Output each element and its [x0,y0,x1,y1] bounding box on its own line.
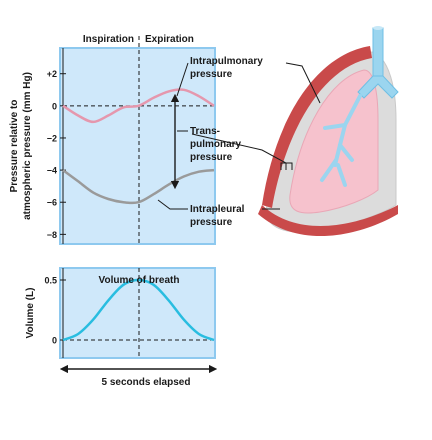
pressure-axis-title-2: atmospheric pressure (mm Hg) [22,72,33,220]
y-tick-label: 0.5 [44,276,57,286]
trachea [372,27,384,79]
y-tick-label: +2 [47,69,57,79]
y-tick-label: −2 [47,133,57,143]
volume-axis-title: Volume (L) [25,288,36,339]
intrapulmonary-label-1: Intrapulmonary [190,56,263,67]
intrapleural-label-1: Intrapleural [190,204,245,215]
intrapleural-label-2: pressure [190,217,233,228]
intrapulmonary-label-2: pressure [190,69,233,80]
lung-illustration [191,26,399,237]
intrapulmonary-leader [176,62,189,97]
pressure-panel-background [59,47,216,245]
chest-wall [262,46,372,208]
transpulmonary-label-1: Trans- [190,126,220,137]
bronchial-tree [320,94,362,187]
trachea-opening [373,26,383,30]
intrapulmonary-pressure-line [62,88,215,124]
y-tick-label: −8 [47,230,57,240]
intrapleural-pressure-line [62,168,215,205]
y-tick-label: −4 [47,166,57,176]
pleura-bracket [280,162,293,170]
pressure-axis-title-1: Pressure relative to [9,100,20,193]
inspiration-label: Inspiration [83,34,134,45]
y-tick-label: −6 [47,198,57,208]
main-bronchi [357,75,399,99]
volume-of-breath-line [62,278,215,342]
expiration-label: Expiration [145,34,194,45]
volume-panel-background [59,267,216,359]
diaphragm [258,205,398,237]
volume-panel-title: Volume of breath [99,275,180,286]
transpulmonary-label-2: pulmonary [190,139,242,150]
elapsed-time-label: 5 seconds elapsed [102,377,191,388]
pleura-bracket-leader [191,133,287,170]
transpulmonary-label-3: pressure [190,152,233,163]
lung-leader [285,62,321,104]
y-tick-label: 0 [52,101,57,111]
intrapleural-leader [157,199,188,210]
y-tick-label: 0 [52,336,57,346]
